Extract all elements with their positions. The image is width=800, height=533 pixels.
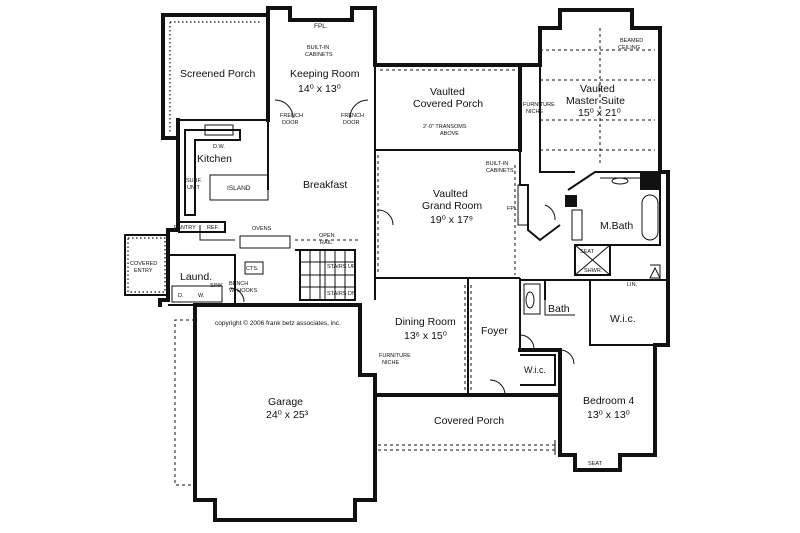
room-wic-small: W.i.c.	[524, 365, 546, 375]
room-laund: Laund.	[180, 271, 212, 283]
room-screened-porch: Screened Porch	[180, 68, 255, 80]
note-seat-bedroom: SEAT	[588, 461, 603, 467]
note-w: W.	[198, 293, 205, 299]
note-ref: REF.	[207, 225, 219, 231]
room-master-suite-2: Master Suite	[566, 95, 625, 107]
room-bedroom-4-dim: 13⁰ x 13⁰	[587, 409, 631, 421]
note-transoms-2: ABOVE	[440, 131, 459, 137]
interior-walls	[124, 28, 668, 395]
note-furniture-niche-top-2: NICHE	[526, 109, 543, 115]
note-furniture-niche-dining-1: FURNITURE	[379, 353, 411, 359]
room-master-suite-1: Vaulted	[580, 83, 615, 95]
plan-notes: FPL. BUILT-IN CABINETS FRENCH DOOR FRENC…	[130, 23, 643, 467]
note-french-door-l-1: FRENCH	[280, 113, 303, 119]
room-garage: Garage	[268, 396, 303, 408]
room-bedroom-4: Bedroom 4	[583, 395, 635, 407]
note-seat-mbath: SEAT	[580, 249, 595, 255]
room-dining-dim: 13⁶ x 15⁰	[404, 330, 448, 342]
room-kitchen: Kitchen	[197, 153, 232, 165]
note-cts: CTS.	[246, 266, 259, 272]
note-open-rail-1: OPEN	[319, 233, 335, 239]
room-dining: Dining Room	[395, 316, 456, 328]
note-fpl-top: FPL.	[314, 23, 328, 30]
note-pantry: PANTRY	[174, 225, 196, 231]
room-labels: Screened Porch Keeping Room 14⁰ x 13⁰ Va…	[180, 68, 636, 427]
note-builtin-top-1: BUILT-IN	[307, 45, 329, 51]
room-keeping-room: Keeping Room	[290, 68, 360, 80]
room-grand-room-1: Vaulted	[433, 188, 468, 200]
room-covered-porch: Covered Porch	[434, 415, 504, 427]
room-grand-room-2: Grand Room	[422, 200, 482, 212]
note-stairs-dn: STAIRS DN	[327, 291, 356, 297]
note-lin: LIN.	[627, 282, 638, 288]
doors	[229, 99, 575, 396]
note-island: ISLAND	[227, 185, 251, 192]
room-foyer: Foyer	[481, 325, 508, 337]
note-fpl-grand: FPL.	[507, 206, 519, 212]
room-grand-room-dim: 19⁰ x 17⁹	[430, 214, 473, 226]
note-beamed-ceiling-1: BEAMED	[620, 38, 643, 44]
note-ovens: OVENS	[252, 226, 272, 232]
room-vaulted-porch-1: Vaulted	[430, 86, 465, 98]
note-surf-unit-1: SURF.	[186, 178, 202, 184]
note-beamed-ceiling-2: CEILING	[618, 45, 640, 51]
note-open-rail-2: RAIL	[320, 240, 332, 246]
note-furniture-niche-dining-2: NICHE	[382, 360, 399, 366]
room-bath: Bath	[548, 303, 570, 315]
room-breakfast: Breakfast	[303, 179, 347, 191]
note-builtin-top-2: CABINETS	[305, 52, 333, 58]
room-keeping-room-dim: 14⁰ x 13⁰	[298, 83, 342, 95]
room-master-suite-dim: 15⁰ x 21⁰	[578, 107, 622, 119]
note-french-door-r-1: FRENCH	[341, 113, 364, 119]
exterior-walls	[158, 6, 670, 522]
room-m-bath: M.Bath	[600, 220, 633, 232]
note-bench-2: W/ HOOKS	[229, 288, 257, 294]
note-transoms-1: 2'-0" TRANSOMS	[423, 124, 467, 130]
note-shwr: SHWR.	[584, 268, 603, 274]
note-french-door-l-2: DOOR	[282, 120, 299, 126]
note-builtin-grand-2: CABINETS	[486, 168, 514, 174]
note-french-door-r-2: DOOR	[343, 120, 360, 126]
note-furniture-niche-top-1: FURNITURE	[523, 102, 555, 108]
room-wic-master: W.i.c.	[610, 313, 636, 325]
note-bench-1: BENCH	[229, 281, 248, 287]
note-sink: SINK	[210, 283, 223, 289]
note-covered-entry-1: COVERED	[130, 261, 157, 267]
note-stairs-up: STAIRS UP	[327, 264, 356, 270]
note-dw: D.W.	[213, 144, 225, 150]
room-garage-dim: 24⁰ x 25³	[266, 409, 309, 421]
note-surf-unit-2: UNIT	[187, 185, 200, 191]
note-builtin-grand-1: BUILT-IN	[486, 161, 508, 167]
note-d: D.	[178, 293, 184, 299]
note-covered-entry-2: ENTRY	[134, 268, 153, 274]
copyright: copyright © 2006 frank betz associates, …	[215, 319, 341, 327]
room-vaulted-porch-2: Covered Porch	[413, 98, 483, 110]
